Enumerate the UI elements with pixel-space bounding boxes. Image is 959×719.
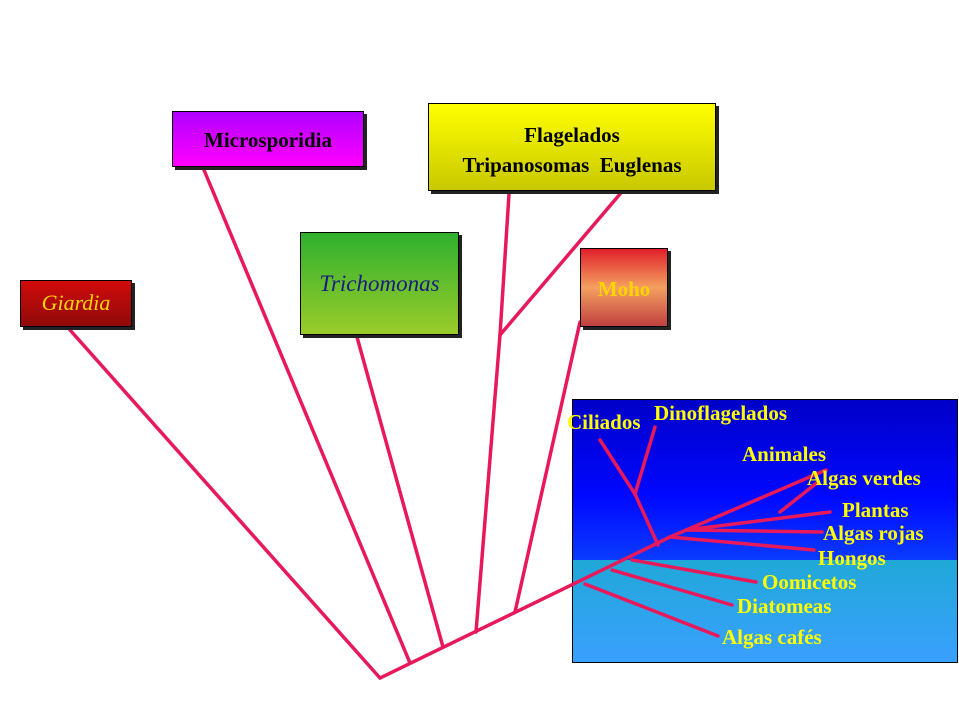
branch-euglenas — [498, 192, 622, 337]
node-microsporidia: Microsporidia — [172, 111, 364, 167]
giardia-label: Giardia — [41, 290, 111, 315]
taxon-dinoflagelados: Dinoflagelados — [654, 401, 788, 425]
node-giardia: Giardia — [20, 280, 132, 327]
taxon-algas-verdes: Algas verdes — [807, 466, 921, 490]
branch-algas-rojas — [684, 528, 824, 534]
branch-alveolates — [633, 492, 660, 547]
node-trichomonas: Trichomonas — [300, 232, 459, 335]
taxon-algas-cafes: Algas cafés — [722, 625, 822, 649]
branch-flagelados — [474, 333, 502, 634]
backbone-branch — [378, 535, 672, 680]
taxon-animales: Animales — [742, 442, 826, 466]
crown-panel-dark — [572, 399, 958, 561]
branch-microsporidia — [202, 168, 412, 665]
taxon-algas-rojas: Algas rojas — [823, 521, 924, 545]
branch-moho — [513, 320, 582, 614]
taxon-oomicetos: Oomicetos — [762, 570, 857, 594]
branch-tripanosomas — [498, 192, 511, 337]
node-moho: Moho — [580, 248, 668, 327]
taxon-hongos: Hongos — [818, 546, 886, 570]
branch-hongos — [668, 535, 816, 552]
moho-label: Moho — [597, 277, 651, 301]
branch-animales — [668, 468, 828, 539]
branch-diatomeas — [610, 568, 734, 607]
node-flagelados: Flagelados Tripanosomas Euglenas — [428, 103, 716, 191]
taxon-plantas: Plantas — [842, 498, 909, 522]
flagelados-sub-label: Tripanosomas Euglenas — [462, 153, 682, 177]
taxon-diatomeas: Diatomeas — [737, 594, 832, 618]
branch-giardia — [68, 328, 382, 680]
taxon-ciliados: Ciliados — [567, 410, 641, 434]
microsporidia-label: Microsporidia — [204, 128, 332, 152]
branch-trichomonas — [355, 335, 445, 649]
branch-ciliados — [598, 438, 637, 496]
branch-algas-verdes — [778, 480, 820, 514]
branch-plant-group — [684, 510, 832, 532]
trichomonas-label: Trichomonas — [319, 271, 440, 296]
branch-oomicetos — [630, 558, 758, 584]
branch-algas-cafes — [583, 582, 720, 638]
branch-dinoflagelados — [633, 425, 657, 496]
flagelados-label: Flagelados — [524, 123, 620, 147]
